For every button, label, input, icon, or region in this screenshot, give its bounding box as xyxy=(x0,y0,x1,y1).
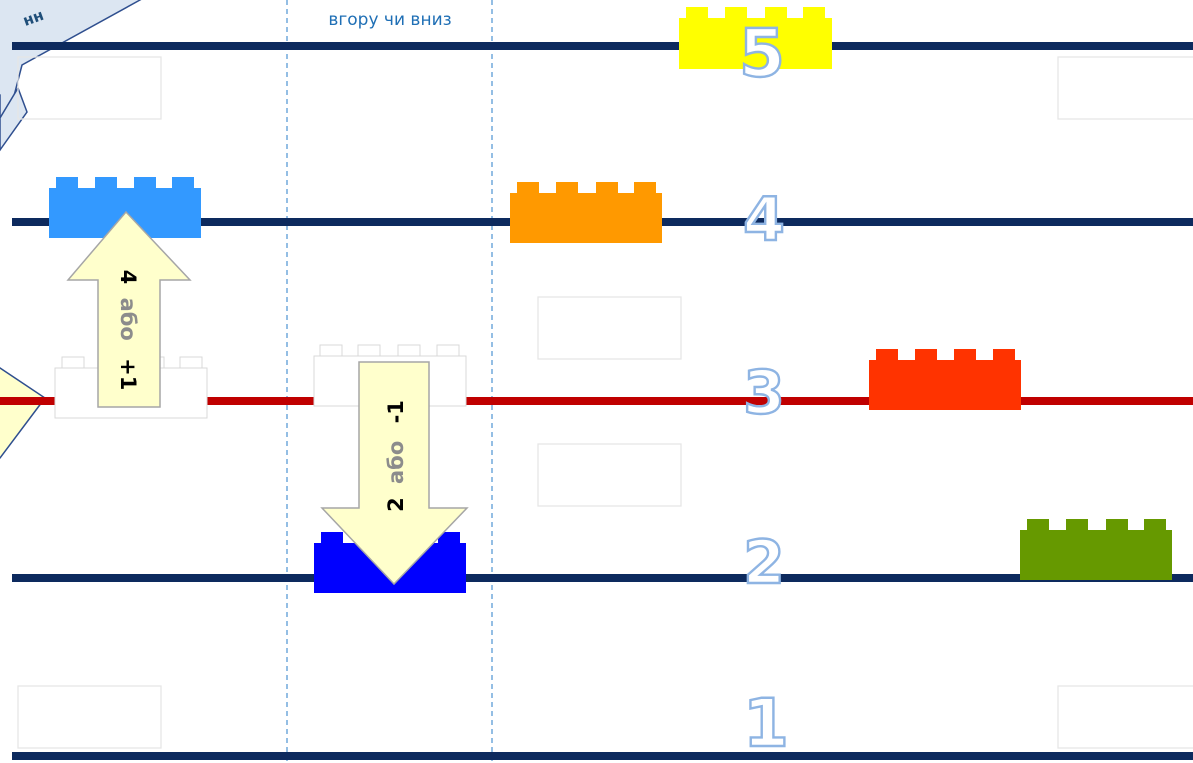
level-number-1: 1 xyxy=(743,685,789,762)
level-number-3: 3 xyxy=(743,358,785,428)
down-arrow-word: або xyxy=(384,441,408,484)
up-arrow-word: або xyxy=(116,298,140,341)
up-arrow-delta: +1 xyxy=(116,358,140,390)
down-arrow-number: 2 xyxy=(384,497,408,512)
green-brick xyxy=(1020,519,1172,580)
empty-box xyxy=(538,444,681,506)
down-arrow-delta: -1 xyxy=(384,400,408,423)
level-number-4: 4 xyxy=(743,185,785,255)
callout-bubble-left xyxy=(0,368,45,458)
up-arrow-number: 4 xyxy=(116,270,140,285)
empty-box xyxy=(18,686,161,748)
level-number-5: 5 xyxy=(739,15,785,92)
empty-box xyxy=(1058,686,1193,748)
empty-box xyxy=(538,297,681,359)
callout-bubble-top xyxy=(0,0,140,150)
empty-box xyxy=(1058,57,1193,119)
orange-brick xyxy=(510,182,662,243)
top-caption: вгору чи вниз xyxy=(292,10,488,30)
level-number-2: 2 xyxy=(743,528,785,598)
svg-text:2 або -1: 2 або -1 xyxy=(384,400,408,512)
empty-box xyxy=(18,57,161,119)
level-numbers: 5 4 3 2 1 xyxy=(739,15,789,762)
svg-text:4 або +1: 4 або +1 xyxy=(116,270,140,391)
red-brick xyxy=(869,349,1021,410)
